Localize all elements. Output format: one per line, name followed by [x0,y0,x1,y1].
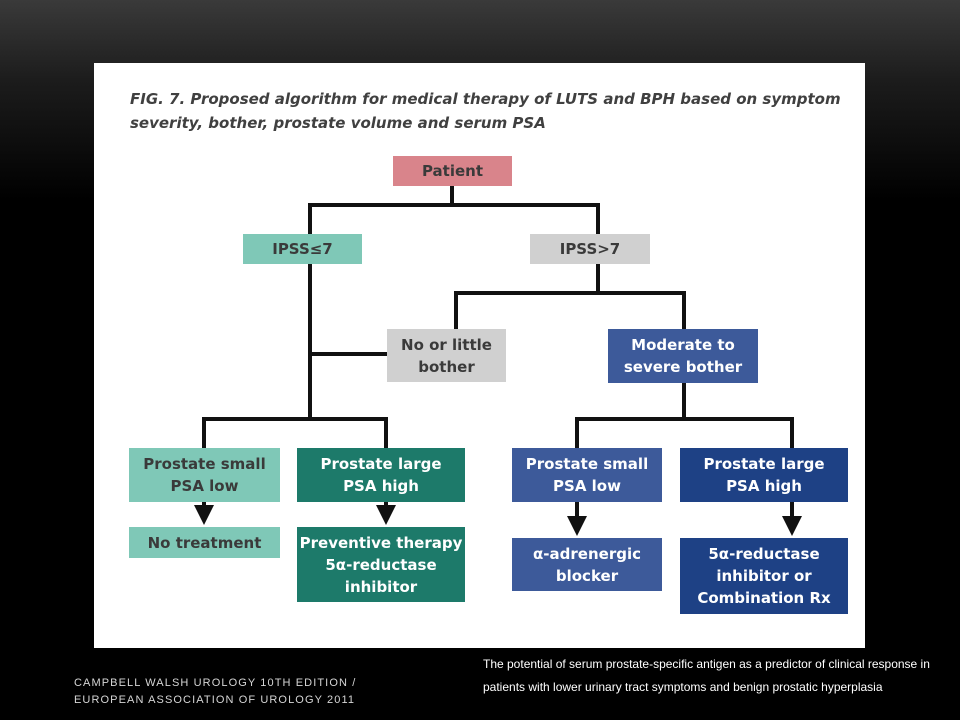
source-citation: Campbell Walsh Urology 10th edition / Eu… [74,677,357,706]
flowchart-figure: FIG. 7. Proposed algorithm for medical t… [94,63,865,648]
connector-lines [194,183,802,536]
node-patient: Patient [393,156,512,186]
node-preventive-therapy: Preventive therapy 5α-reductase inhibito… [297,527,465,602]
node-prostate-large-left: Prostate large PSA high [297,448,465,502]
node-prostate-large-right: Prostate large PSA high [680,448,848,502]
node-prostate-small-left: Prostate small PSA low [129,448,280,502]
node-prostate-small-right: Prostate small PSA low [512,448,662,502]
slide-caption: The potential of serum prostate-specific… [483,657,930,694]
node-alpha-blocker: α-adrenergic blocker [512,538,662,591]
node-no-treatment: No treatment [129,527,280,558]
node-combination-rx: 5α-reductase inhibitor or Combination Rx [680,538,848,614]
node-no-bother: No or little bother [387,329,506,382]
node-ipss-high: IPSS>7 [530,234,650,264]
figure-title: FIG. 7. Proposed algorithm for medical t… [130,90,841,132]
node-severe-bother: Moderate to severe bother [608,329,758,383]
node-ipss-low: IPSS≤7 [243,234,362,264]
